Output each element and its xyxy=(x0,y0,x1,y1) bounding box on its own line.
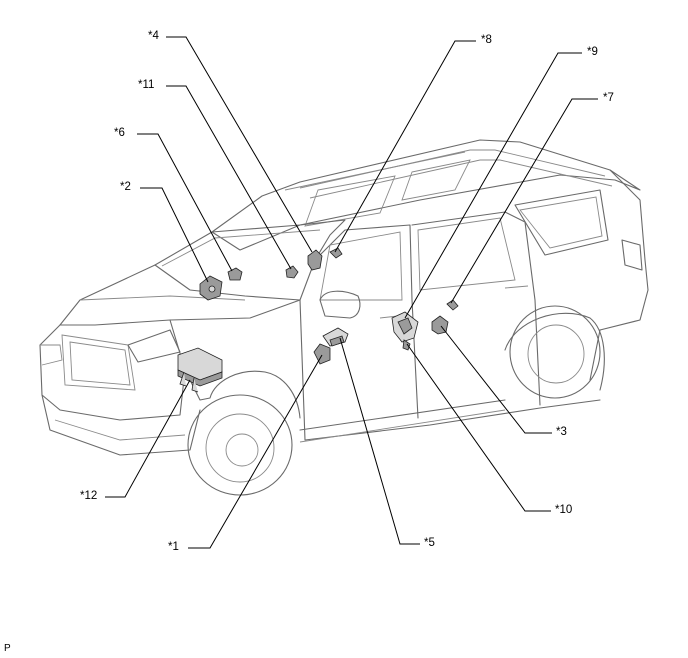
callout-5: *5 xyxy=(424,537,435,549)
leader-line-5 xyxy=(339,337,420,545)
leader-line-11 xyxy=(166,85,292,270)
callout-1: *1 xyxy=(168,541,179,553)
component-2 xyxy=(199,275,223,301)
callout-4: *4 xyxy=(148,30,159,42)
leader-line-1 xyxy=(188,354,323,549)
component-4 xyxy=(307,249,323,271)
leader-lines xyxy=(105,36,598,549)
component-12 xyxy=(177,347,223,393)
component-8 xyxy=(329,247,343,259)
component-6 xyxy=(227,267,243,281)
leader-line-8 xyxy=(334,40,476,253)
callout-6: *6 xyxy=(114,127,125,139)
component-7 xyxy=(446,299,459,311)
leader-line-12 xyxy=(105,379,191,498)
callout-10: *10 xyxy=(555,504,573,516)
leader-line-7 xyxy=(450,98,598,304)
leader-line-10 xyxy=(406,343,551,512)
component-11 xyxy=(285,265,299,279)
callout-7: *7 xyxy=(603,92,614,104)
callout-12: *12 xyxy=(80,490,98,502)
callout-2: *2 xyxy=(120,181,131,193)
vehicle-outline xyxy=(39,139,649,496)
leader-line-9 xyxy=(404,52,582,319)
leader-line-2 xyxy=(140,187,209,283)
leader-line-3 xyxy=(440,325,552,434)
callout-3: *3 xyxy=(556,426,567,438)
component-parts xyxy=(177,247,459,393)
corner-label: P xyxy=(4,643,11,654)
callout-9: *9 xyxy=(587,46,598,58)
callout-8: *8 xyxy=(481,34,492,46)
component-1 xyxy=(313,343,331,365)
leader-line-6 xyxy=(137,133,233,272)
component-9 xyxy=(391,311,419,351)
callout-11: *11 xyxy=(138,79,155,91)
leader-line-4 xyxy=(166,36,313,253)
component-5 xyxy=(322,327,349,347)
